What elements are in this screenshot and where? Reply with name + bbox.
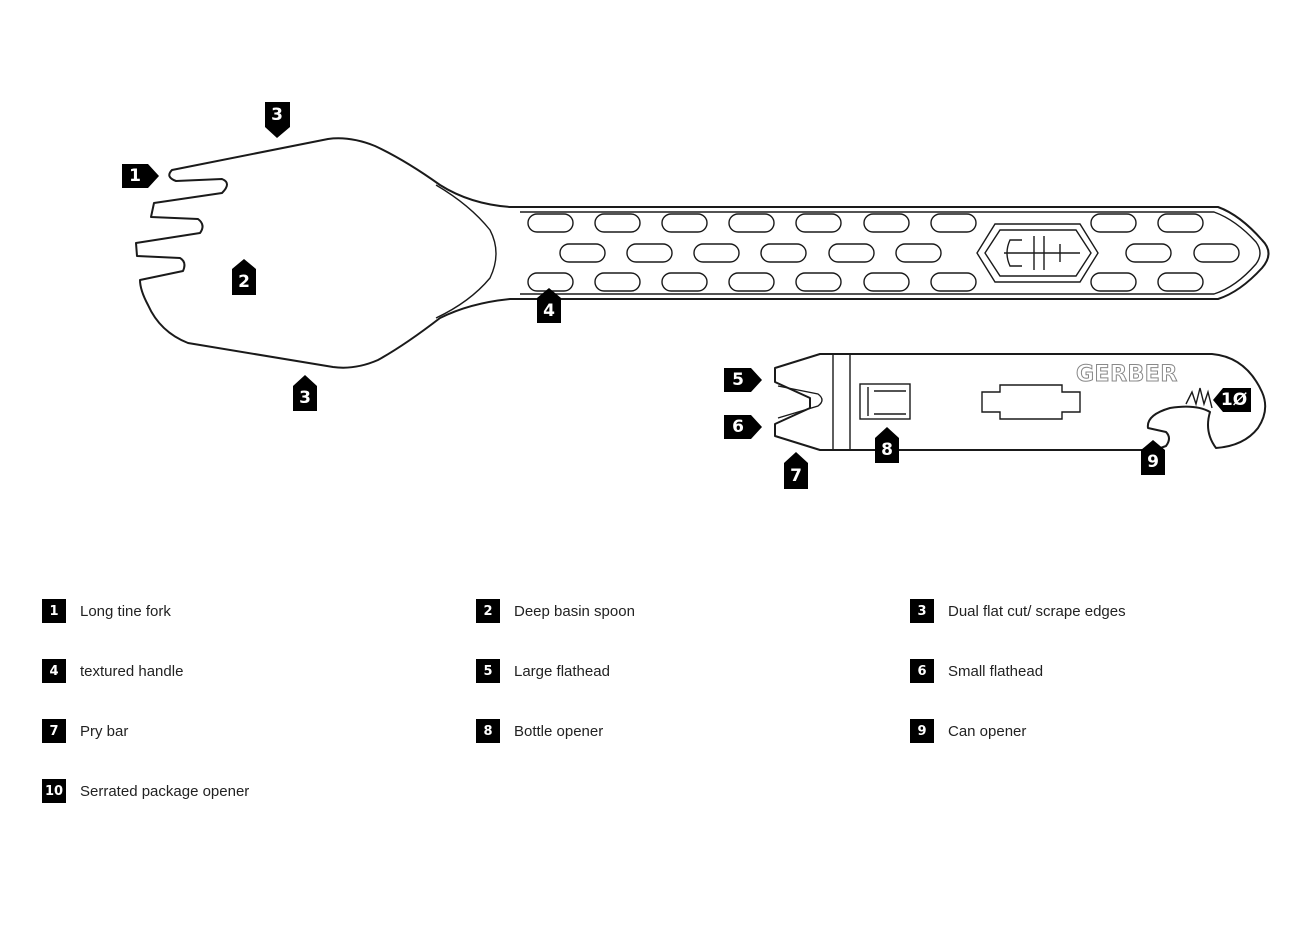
svg-text:2: 2: [238, 272, 250, 292]
callout-6: 6: [724, 415, 762, 439]
callout-10: 1Ø: [1213, 388, 1251, 412]
callout-9: 9: [1141, 440, 1165, 475]
svg-text:1Ø: 1Ø: [1221, 390, 1247, 410]
gerber-logo-icon: [976, 223, 1099, 283]
serration-teeth: [1185, 387, 1213, 409]
legend-item-6: 6 Small flathead: [910, 659, 1043, 683]
legend-item-9: 9 Can opener: [910, 719, 1026, 743]
legend-label: Long tine fork: [80, 602, 171, 620]
legend-number: 10: [42, 779, 66, 803]
spork-outline: [135, 137, 1270, 369]
handle-slots: [527, 213, 1240, 292]
svg-text:3: 3: [271, 105, 283, 125]
legend-number: 3: [910, 599, 934, 623]
legend-item-8: 8 Bottle opener: [476, 719, 603, 743]
callout-1: 1: [122, 164, 159, 188]
legend-label: Small flathead: [948, 662, 1044, 680]
svg-text:8: 8: [881, 440, 893, 460]
svg-text:7: 7: [790, 466, 802, 486]
legend-item-10: 10 Serrated package opener: [42, 779, 249, 803]
callout-4: 4: [537, 288, 561, 323]
callout-3-top: 3: [265, 102, 290, 138]
bottle-opener-slot: [859, 383, 911, 420]
center-cutout: [981, 384, 1081, 420]
svg-text:5: 5: [732, 370, 744, 390]
legend-item-1: 1 Long tine fork: [42, 599, 171, 623]
legend-number: 2: [476, 599, 500, 623]
legend-number: 5: [476, 659, 500, 683]
legend-item-5: 5 Large flathead: [476, 659, 610, 683]
legend-label: Dual flat cut/ scrape edges: [948, 602, 1126, 620]
legend-label: Can opener: [948, 722, 1027, 740]
svg-text:4: 4: [543, 301, 555, 321]
callout-7: 7: [784, 452, 808, 489]
svg-text:3: 3: [299, 388, 311, 408]
legend-number: 9: [910, 719, 934, 743]
svg-text:1: 1: [129, 166, 141, 186]
legend-item-2: 2 Deep basin spoon: [476, 599, 635, 623]
legend-number: 6: [910, 659, 934, 683]
legend-label: Pry bar: [80, 722, 129, 740]
legend-number: 4: [42, 659, 66, 683]
callout-3-bottom: 3: [293, 375, 317, 411]
legend-number: 8: [476, 719, 500, 743]
svg-text:6: 6: [732, 417, 744, 437]
legend-label: textured handle: [80, 662, 184, 680]
callout-5: 5: [724, 368, 762, 392]
legend-item-4: 4 textured handle: [42, 659, 183, 683]
legend-label: Serrated package opener: [80, 782, 250, 800]
callout-8: 8: [875, 427, 899, 463]
svg-text:9: 9: [1147, 452, 1159, 472]
legend-number: 7: [42, 719, 66, 743]
multitool-outline: [774, 353, 1267, 451]
brand-text: GERBER: [1076, 362, 1178, 387]
spork-diagram: GERBER 1 2 3 3 4 5 6 7 8: [122, 102, 1270, 489]
legend-label: Deep basin spoon: [514, 602, 635, 620]
legend-label: Large flathead: [514, 662, 610, 680]
callout-2: 2: [232, 259, 256, 295]
legend-item-3: 3 Dual flat cut/ scrape edges: [910, 599, 1126, 623]
legend-item-7: 7 Pry bar: [42, 719, 128, 743]
legend-label: Bottle opener: [514, 722, 604, 740]
legend-number: 1: [42, 599, 66, 623]
